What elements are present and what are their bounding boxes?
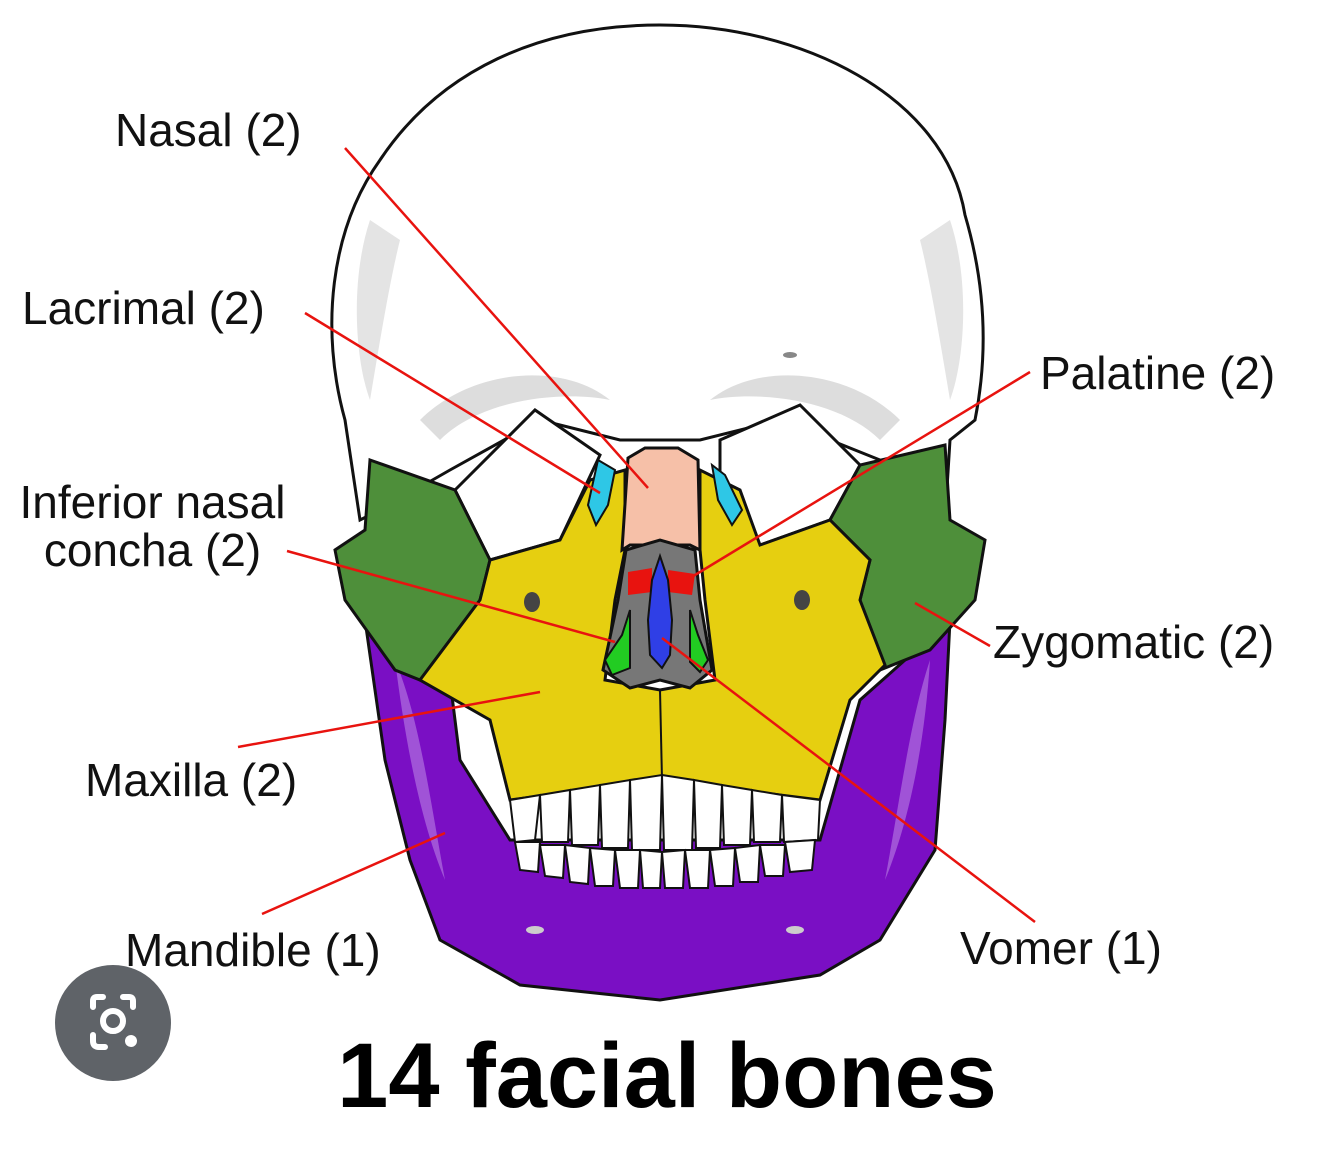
label-vomer: Vomer (1) (960, 925, 1162, 971)
label-maxilla: Maxilla (2) (85, 757, 297, 803)
google-lens-icon (55, 965, 171, 1081)
palatine-left (628, 568, 652, 595)
google-lens-button[interactable] (55, 965, 171, 1081)
palatine-right (668, 570, 695, 595)
label-palatine: Palatine (2) (1040, 350, 1275, 396)
label-zygomatic: Zygomatic (2) (993, 619, 1274, 665)
label-inferior-nasal-concha: Inferior nasal concha (2) (0, 478, 305, 574)
diagram-caption: 14 facial bones (0, 1030, 1334, 1122)
label-inferior-line1: Inferior nasal (0, 478, 305, 526)
cranium (332, 25, 983, 520)
label-nasal: Nasal (2) (115, 107, 302, 153)
nasal-bone (622, 448, 700, 550)
label-inferior-line2: concha (2) (0, 526, 305, 574)
label-lacrimal: Lacrimal (2) (22, 285, 265, 331)
